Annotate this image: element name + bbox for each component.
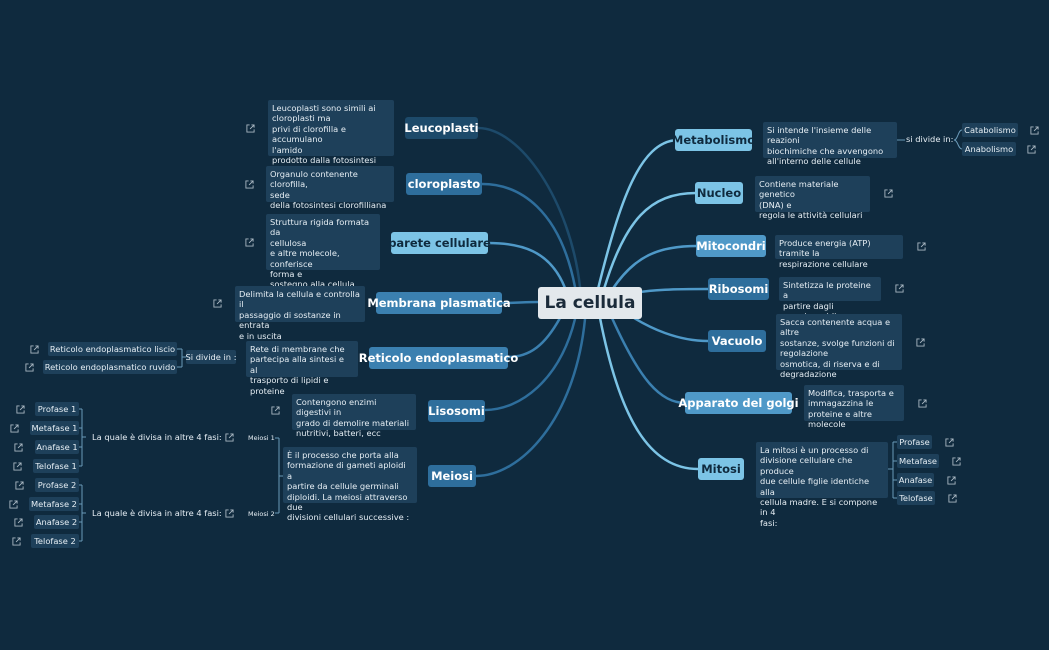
external-link-icon[interactable] (245, 180, 254, 189)
external-link-icon[interactable] (14, 518, 23, 527)
leaf-reticolo-liscio[interactable]: Reticolo endoplasmatico liscio (48, 342, 177, 356)
topic-ribosomi[interactable]: Ribosomi (708, 278, 769, 300)
note-mitosi: La mitosi è un processo di divisione cel… (756, 442, 888, 528)
external-link-icon[interactable] (246, 124, 255, 133)
external-link-icon[interactable] (213, 299, 222, 308)
topic-mitosi[interactable]: Mitosi (698, 458, 744, 480)
external-link-icon[interactable] (16, 405, 25, 414)
topic-reticolo-endoplasmatico[interactable]: Reticolo endoplasmatico (359, 347, 518, 369)
external-link-icon[interactable] (10, 424, 19, 433)
note-meiosi: È il processo che porta alla formazione … (283, 447, 417, 522)
note-ribosomi: Sintetizza le proteine a partire dagli a… (779, 277, 881, 321)
external-link-icon[interactable] (947, 476, 956, 485)
meiosi-1-divided-label: La quale è divisa in altre 4 fasi: (92, 432, 222, 442)
topic-cloroplasto[interactable]: cloroplasto (406, 173, 482, 195)
leaf-mitosi-telofase[interactable]: Telofase (897, 491, 935, 505)
note-leucoplasti: Leucoplasti sono simili ai cloroplasti m… (268, 100, 394, 165)
topic-lisosomi[interactable]: Lisosomi (428, 400, 485, 422)
metabolismo-divide-label: si divide in: (906, 134, 954, 144)
external-link-icon[interactable] (30, 345, 39, 354)
leaf-reticolo-ruvido[interactable]: Reticolo endoplasmatico ruvido (43, 360, 177, 374)
leaf-profase-2[interactable]: Profase 2 (35, 478, 79, 492)
topic-vacuolo[interactable]: Vacuolo (708, 330, 766, 352)
external-link-icon[interactable] (245, 238, 254, 247)
external-link-icon[interactable] (918, 399, 927, 408)
label-meiosi-2[interactable]: Meiosi 2 (248, 510, 275, 518)
note-metabolismo: Si intende l'insieme delle reazioni bioc… (763, 122, 897, 166)
external-link-icon[interactable] (13, 462, 22, 471)
leaf-anabolismo[interactable]: Anabolismo (962, 142, 1016, 156)
external-link-icon[interactable] (15, 481, 24, 490)
meiosi-2-divided-label: La quale è divisa in altre 4 fasi: (92, 508, 222, 518)
topic-leucoplasti[interactable]: Leucoplasti (404, 117, 479, 139)
note-cloroplasto: Organulo contenente clorofilla, sede del… (266, 166, 394, 210)
external-link-icon[interactable] (884, 189, 893, 198)
leaf-catabolismo[interactable]: Catabolismo (962, 123, 1018, 137)
leaf-telofase-1[interactable]: Telofase 1 (33, 459, 79, 473)
leaf-telofase-2[interactable]: Telofase 2 (31, 534, 79, 548)
leaf-anafase-1[interactable]: Anafase 1 (35, 440, 79, 454)
external-link-icon[interactable] (1027, 145, 1036, 154)
note-lisosomi: Contengono enzimi digestivi in grado di … (292, 394, 416, 438)
topic-nucleo[interactable]: Nucleo (695, 182, 743, 204)
leaf-metafase-2[interactable]: Metafase 2 (29, 497, 79, 511)
reticolo-divide-label: Si divide in : (185, 350, 237, 364)
note-parete-cellulare: Struttura rigida formata da cellulosa e … (266, 214, 380, 289)
note-mitocondri: Produce energia (ATP) tramite la respira… (775, 235, 903, 269)
topic-mitocondri[interactable]: Mitocondri (696, 235, 766, 257)
external-link-icon[interactable] (14, 443, 23, 452)
note-vacuolo: Sacca contenente acqua e altre sostanze,… (776, 314, 902, 379)
topic-metabolismo[interactable]: Metabolismo (672, 129, 755, 151)
note-reticolo: Rete di membrane che partecipa alla sint… (246, 341, 358, 396)
external-link-icon[interactable] (1030, 126, 1039, 135)
external-link-icon[interactable] (916, 338, 925, 347)
topic-apparato-golgi[interactable]: Apparato del golgi (678, 392, 799, 414)
external-link-icon[interactable] (948, 494, 957, 503)
external-link-icon[interactable] (917, 242, 926, 251)
external-link-icon[interactable] (952, 457, 961, 466)
topic-membrana-plasmatica[interactable]: Membrana plasmatica (367, 292, 511, 314)
label-meiosi-1[interactable]: Meiosi 1 (248, 434, 275, 442)
external-link-icon[interactable] (945, 438, 954, 447)
leaf-metafase-1[interactable]: Metafase 1 (30, 421, 79, 435)
leaf-mitosi-metafase[interactable]: Metafase (897, 454, 939, 468)
external-link-icon[interactable] (895, 284, 904, 293)
external-link-icon[interactable] (25, 363, 34, 372)
external-link-icon[interactable] (12, 537, 21, 546)
note-golgi: Modifica, trasporta e immagazzina le pro… (804, 385, 904, 429)
central-topic[interactable]: La cellula (538, 287, 642, 319)
external-link-icon[interactable] (271, 406, 280, 415)
leaf-anafase-2[interactable]: Anafase 2 (34, 515, 79, 529)
leaf-mitosi-anafase[interactable]: Anafase (897, 473, 934, 487)
topic-meiosi[interactable]: Meiosi (428, 465, 476, 487)
external-link-icon[interactable] (225, 509, 234, 518)
external-link-icon[interactable] (9, 500, 18, 509)
note-membrana-plasmatica: Delimita la cellula e controlla il passa… (235, 286, 365, 341)
topic-parete-cellulare[interactable]: parete cellulare (388, 232, 491, 254)
note-nucleo: Contiene materiale genetico (DNA) e rego… (755, 176, 870, 220)
leaf-profase-1[interactable]: Profase 1 (35, 402, 79, 416)
external-link-icon[interactable] (225, 433, 234, 442)
leaf-mitosi-profase[interactable]: Profase (897, 435, 932, 449)
